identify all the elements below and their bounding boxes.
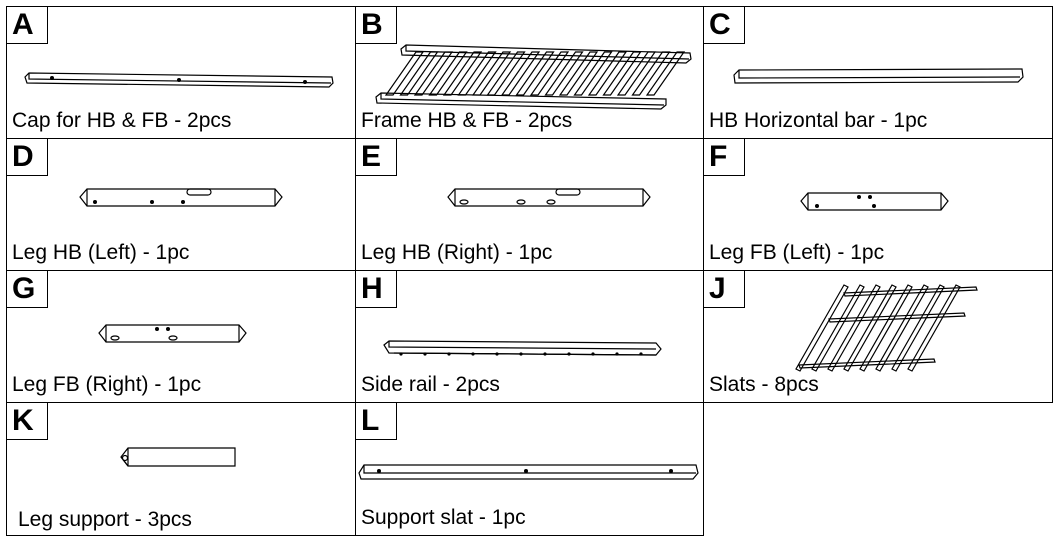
horizontal-bar-icon <box>733 68 1024 84</box>
part-cell-k: K Leg support - 3pcs <box>6 402 356 536</box>
part-caption: Leg FB (Left) - 1pc <box>709 241 885 264</box>
part-caption: Leg support - 3pcs <box>18 508 192 531</box>
part-letter: B <box>355 6 397 44</box>
part-cell-l: L Support slat - 1pc <box>355 402 704 536</box>
leg-support-block-icon <box>120 447 236 467</box>
part-caption: Leg HB (Right) - 1pc <box>361 241 553 264</box>
leg-post-icon <box>447 188 651 207</box>
frame-panel-icon <box>375 44 692 110</box>
part-letter: A <box>6 6 48 44</box>
part-cell-c: C HB Horizontal bar - 1pc <box>703 6 1053 139</box>
part-cell-b: B Frame HB & FB - 2pcs <box>355 6 704 139</box>
part-caption: Cap for HB & FB - 2pcs <box>12 109 232 132</box>
part-caption: Side rail - 2pcs <box>361 373 500 396</box>
part-letter: L <box>355 402 397 440</box>
part-letter: K <box>6 402 48 440</box>
part-caption: Leg FB (Right) - 1pc <box>12 373 202 396</box>
part-caption: HB Horizontal bar - 1pc <box>709 109 928 132</box>
part-letter: C <box>703 6 745 44</box>
side-rail-icon <box>383 340 662 356</box>
slats-icon <box>795 284 978 372</box>
part-letter: E <box>355 138 397 176</box>
short-leg-post-icon <box>800 192 949 211</box>
short-leg-post-icon <box>98 324 247 343</box>
part-letter: D <box>6 138 48 176</box>
part-cell-g: G Leg FB (Right) - 1pc <box>6 270 356 403</box>
cap-board-icon <box>24 72 334 88</box>
part-caption: Leg HB (Left) - 1pc <box>12 241 190 264</box>
part-cell-a: A Cap for HB & FB - 2pcs <box>6 6 356 139</box>
part-letter: H <box>355 270 397 308</box>
part-cell-f: F Leg FB (Left) - 1pc <box>703 138 1053 271</box>
part-cell-j: J Slats - 8pcs <box>703 270 1053 403</box>
part-letter: J <box>703 270 745 308</box>
part-cell-h: H Side rail - 2pcs <box>355 270 704 403</box>
part-caption: Support slat - 1pc <box>361 506 526 529</box>
support-slat-icon <box>358 464 699 480</box>
part-caption: Frame HB & FB - 2pcs <box>361 109 573 132</box>
part-cell-d: D Leg HB (Left) - 1pc <box>6 138 356 271</box>
part-cell-e: E Leg HB (Right) - 1pc <box>355 138 704 271</box>
part-caption: Slats - 8pcs <box>709 373 819 396</box>
part-letter: F <box>703 138 745 176</box>
part-letter: G <box>6 270 48 308</box>
leg-post-icon <box>79 188 283 207</box>
